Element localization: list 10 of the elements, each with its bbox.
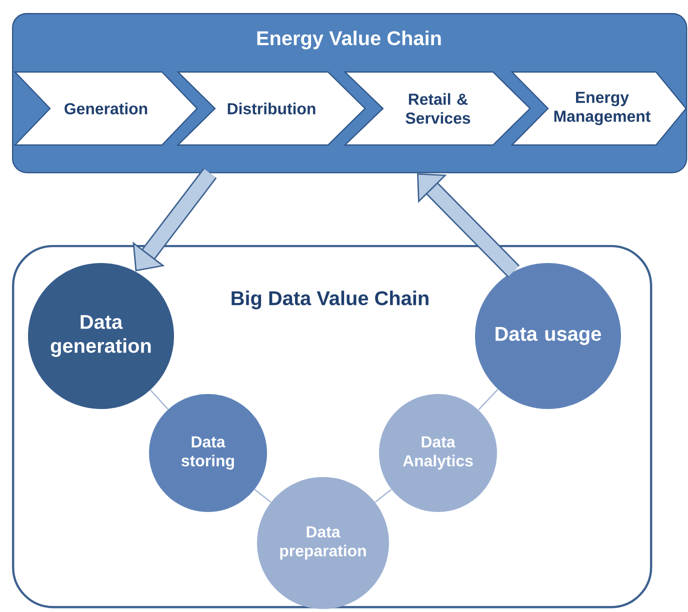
process-step: Generation xyxy=(14,71,198,146)
process-step: Energy Management xyxy=(510,71,687,146)
block-arrow xyxy=(132,168,217,272)
process-step: Retail & Services xyxy=(344,71,531,146)
connector-line xyxy=(254,489,272,503)
process-step: Distribution xyxy=(176,71,366,146)
connector-line xyxy=(478,388,498,410)
connector-line xyxy=(150,390,168,410)
connector-line xyxy=(374,489,392,503)
block-arrow xyxy=(417,173,520,278)
